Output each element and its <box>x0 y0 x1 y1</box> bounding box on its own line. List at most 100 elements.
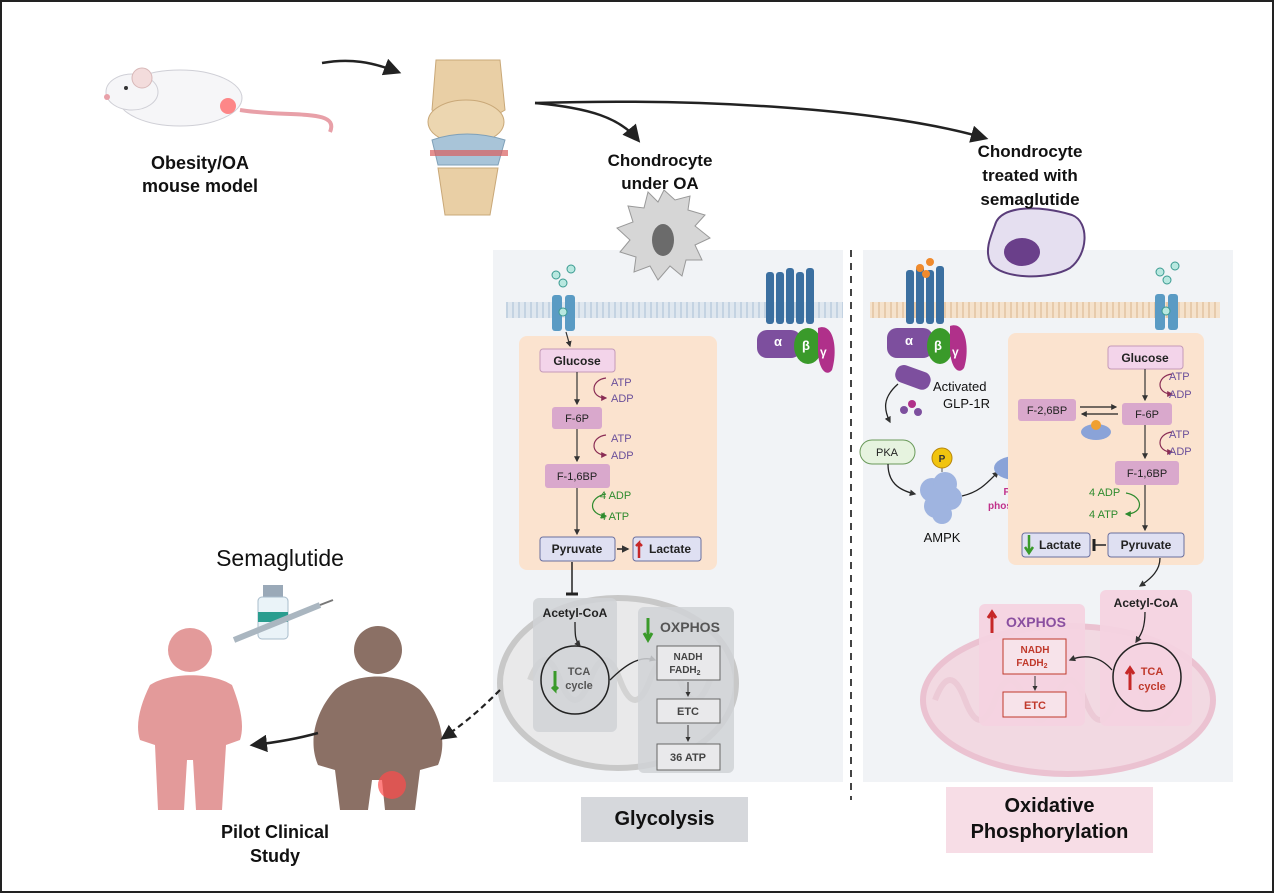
right-glucose-label: Glucose <box>1121 351 1169 365</box>
right-tca-label-2: cycle <box>1138 681 1166 693</box>
left-atp-2: ATP <box>611 433 632 445</box>
arrow-knee-to-sema <box>534 100 989 143</box>
right-atp-curve-2 <box>1159 431 1174 455</box>
right-alpha-label: α <box>905 333 913 348</box>
right-f16bp-label: F-1,6BP <box>1127 468 1167 480</box>
left-adp-1: ADP <box>611 393 634 405</box>
left-36atp-label: 36 ATP <box>670 752 706 764</box>
left-4atp: 4 ATP <box>600 511 629 523</box>
arrow-ampk-pfkfb3 <box>961 471 999 497</box>
left-etc-label: ETC <box>677 706 699 718</box>
chondro-sema-title: Chondrocyte treated with semaglutide <box>977 142 1083 209</box>
oxphos-banner <box>946 787 1153 853</box>
right-beta-label: β <box>934 338 942 353</box>
right-adp-2: ADP <box>1169 446 1192 458</box>
right-adp-1: ADP <box>1169 389 1192 401</box>
right-atp-1: ATP <box>1169 371 1190 383</box>
phospho-label: P <box>939 454 946 465</box>
left-glucose-label: Glucose <box>553 354 601 368</box>
pfkfb3-small-icon <box>1081 420 1111 440</box>
left-alpha-label: α <box>774 334 782 349</box>
right-glucose-transporter <box>1137 261 1180 349</box>
obese-person-icon <box>313 626 443 810</box>
left-tca-label-1: TCA <box>568 666 591 678</box>
left-glp1r-receptor <box>766 268 814 324</box>
left-f6p-box <box>552 407 602 429</box>
knee-joint-icon <box>427 59 508 216</box>
glycolysis-banner <box>581 797 748 842</box>
glp1r-label-2: GLP-1R <box>943 396 990 411</box>
arrow-r-acetyl-tca <box>1135 611 1146 644</box>
mouse-model-title: Obesity/OA mouse model <box>141 153 259 196</box>
right-glp1r-receptor <box>906 258 944 324</box>
left-pyruvate-label: Pyruvate <box>552 542 603 556</box>
right-acetyl-label: Acetyl-CoA <box>1114 596 1179 610</box>
glp1r-label-1: Activated <box>933 379 986 394</box>
semaglutide-title: Semaglutide <box>216 545 344 571</box>
right-lactate-label: Lactate <box>1039 538 1081 552</box>
left-gamma-label: γ <box>820 345 827 359</box>
left-36atp-box <box>656 743 721 771</box>
mouse-icon <box>104 67 334 133</box>
left-fadh-label: FADH2 <box>669 665 700 677</box>
right-pyruvate-box <box>1107 532 1185 558</box>
left-tca-label-2: cycle <box>565 680 593 692</box>
right-4adp: 4 ADP <box>1089 487 1120 499</box>
right-atp-curve-3 <box>1124 492 1141 517</box>
left-pyruvate-box <box>539 536 616 562</box>
left-f16bp-box <box>545 464 610 488</box>
right-atp-curve-1 <box>1159 373 1174 397</box>
right-pyruvate-label: Pyruvate <box>1121 538 1172 552</box>
right-f6p-box <box>1122 403 1172 425</box>
left-oxphos-label: OXPHOS <box>660 619 720 635</box>
arrow-obese-to-lean <box>249 731 319 753</box>
left-nadh-label: NADH <box>674 652 703 663</box>
left-4adp: 4 ADP <box>600 490 631 502</box>
f26bp-box <box>1018 399 1076 421</box>
left-acetyl-label: Acetyl-CoA <box>543 606 608 620</box>
right-lactate-box <box>1021 532 1091 558</box>
arrow-in-glucose <box>565 331 572 348</box>
chondro-oa-title: Chondrocyte under OA <box>607 151 713 193</box>
left-lactate-label: Lactate <box>649 542 691 556</box>
lean-person-icon <box>138 628 243 810</box>
left-adp-2: ADP <box>611 450 634 462</box>
right-nadh-box <box>1002 638 1067 675</box>
oxphos-up-arrow <box>986 609 998 633</box>
arrow-acetyl-tca <box>574 621 581 647</box>
oxphos-down-arrow <box>642 618 654 644</box>
left-atp-curve-1 <box>593 377 608 401</box>
f26bp-label: F-2,6BP <box>1027 405 1067 417</box>
arrow-dashed-to-clinical <box>440 689 501 740</box>
right-f6p-label: F-6P <box>1135 409 1159 421</box>
sema-chondrocyte-icon <box>986 207 1086 278</box>
left-nadh-box <box>656 645 721 681</box>
left-membrane <box>506 302 843 318</box>
right-oxphos-label: OXPHOS <box>1006 614 1066 630</box>
right-4atp: 4 ATP <box>1089 509 1118 521</box>
arrow-knee-to-oa <box>534 101 641 143</box>
arrow-pka-ampk <box>887 463 917 496</box>
right-gamma-label: γ <box>952 345 959 359</box>
left-f16bp-label: F-1,6BP <box>557 471 597 483</box>
right-f16bp-box <box>1115 461 1179 485</box>
right-fadh-label: FADH2 <box>1016 658 1047 670</box>
left-g-protein: α β γ <box>757 327 835 373</box>
right-nadh-label: NADH <box>1021 645 1050 656</box>
left-etc-box <box>656 698 721 724</box>
oa-chondrocyte-icon <box>616 189 711 281</box>
left-glycolysis-box <box>519 336 717 570</box>
arrow-pyruvate-acetyl <box>1138 557 1161 587</box>
oxphos-title: Oxidative Phosphorylation <box>970 795 1129 843</box>
tca-up-arrow <box>1124 665 1136 690</box>
left-atp-curve-2 <box>593 434 608 458</box>
semaglutide-vial-icon <box>232 585 334 643</box>
right-membrane <box>870 302 1220 318</box>
left-beta-label: β <box>802 338 810 353</box>
arrow-mouse-to-knee <box>321 58 402 76</box>
camp-molecule-icon <box>900 400 922 416</box>
left-lactate-box <box>632 536 702 562</box>
